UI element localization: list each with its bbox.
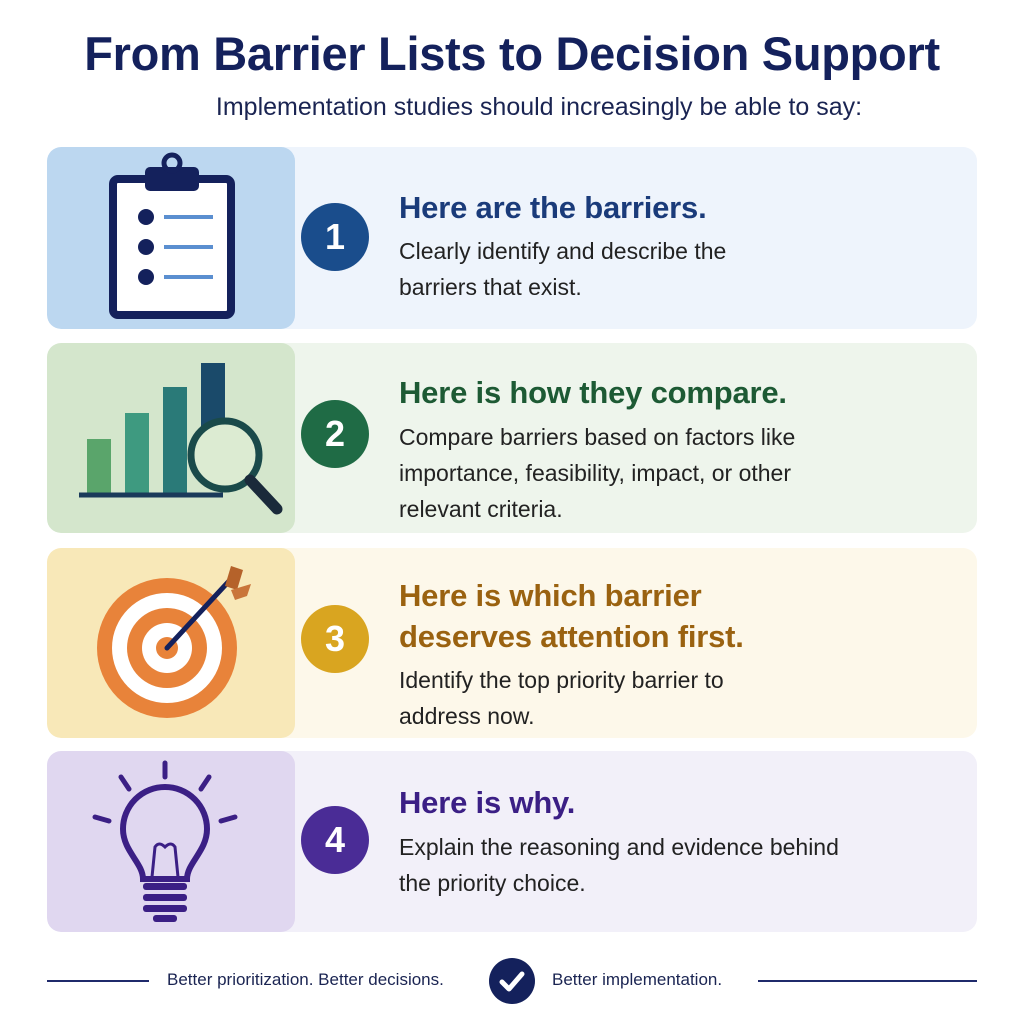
step-heading-1: Here are the barriers. <box>399 190 707 225</box>
step-number-4: 4 <box>301 806 369 874</box>
bar-chart-magnifier-icon <box>79 363 283 515</box>
page-title: From Barrier Lists to Decision Support <box>84 27 940 80</box>
subtitle: Implementation studies should increasing… <box>215 93 863 121</box>
icon-panel-4 <box>47 751 295 932</box>
step-card-1: 1 Here are the barriers. Clearly identif… <box>47 147 977 329</box>
step-number-3: 3 <box>301 605 369 673</box>
step-heading-3-line-1: Here is which barrier <box>399 578 702 613</box>
step-description-1: Clearly identify and describe the barrie… <box>399 238 727 300</box>
step-card-4: 4 Here is why. Explain the reasoning and… <box>47 751 977 932</box>
footer-text-right: Better implementation. <box>552 970 723 989</box>
step-description-2: Compare barriers based on factors like i… <box>399 424 796 522</box>
icon-panel-1 <box>47 147 295 329</box>
step-heading-4: Here is why. <box>399 785 576 820</box>
step-card-2: 2 Here is how they compare. Compare barr… <box>47 343 977 533</box>
footer-divider-left <box>47 980 149 982</box>
step-description-4: Explain the reasoning and evidence behin… <box>399 834 839 896</box>
footer-divider-right <box>758 980 977 982</box>
clipboard-checklist-icon <box>109 152 235 319</box>
target-arrow-icon <box>97 566 251 718</box>
step-card-3: 3 Here is which barrier deserves attenti… <box>47 548 977 738</box>
icon-panel-2 <box>47 343 295 533</box>
step-heading-2: Here is how they compare. <box>399 375 787 410</box>
step-description-3: Identify the top priority barrier to add… <box>399 667 724 729</box>
footer-text-left: Better prioritization. Better decisions. <box>167 970 444 989</box>
lightbulb-icon <box>92 760 238 922</box>
step-heading-3-line-2: deserves attention first. <box>399 619 744 654</box>
checkmark-circle-icon <box>489 958 535 1004</box>
step-number-2: 2 <box>301 400 369 468</box>
icon-panel-3 <box>47 548 295 738</box>
step-number-1: 1 <box>301 203 369 271</box>
